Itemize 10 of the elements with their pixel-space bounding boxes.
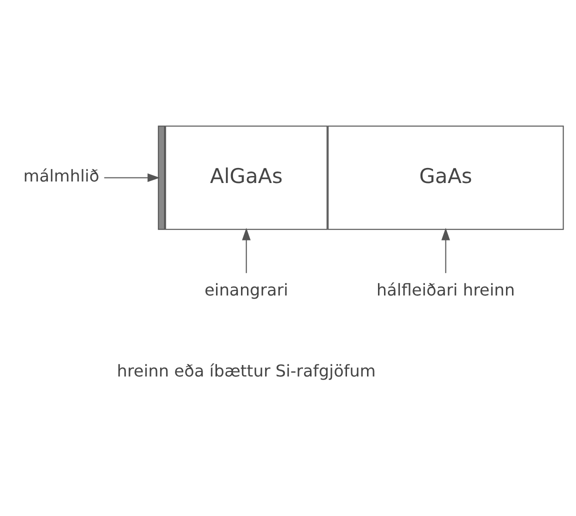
node-box: GaAs (328, 125, 564, 230)
node-box: AlGaAs (165, 125, 328, 230)
arrow (441, 227, 450, 273)
node-text: málmhlið (23, 166, 100, 186)
node-text: hálfleiðari hreinn (376, 280, 515, 300)
label: hreinn eða íbættur Si-rafgjöfum (116, 360, 376, 380)
node-text: einangrari (204, 280, 288, 300)
node-bar (158, 125, 166, 230)
arrow (104, 172, 160, 182)
arrow (242, 227, 251, 273)
